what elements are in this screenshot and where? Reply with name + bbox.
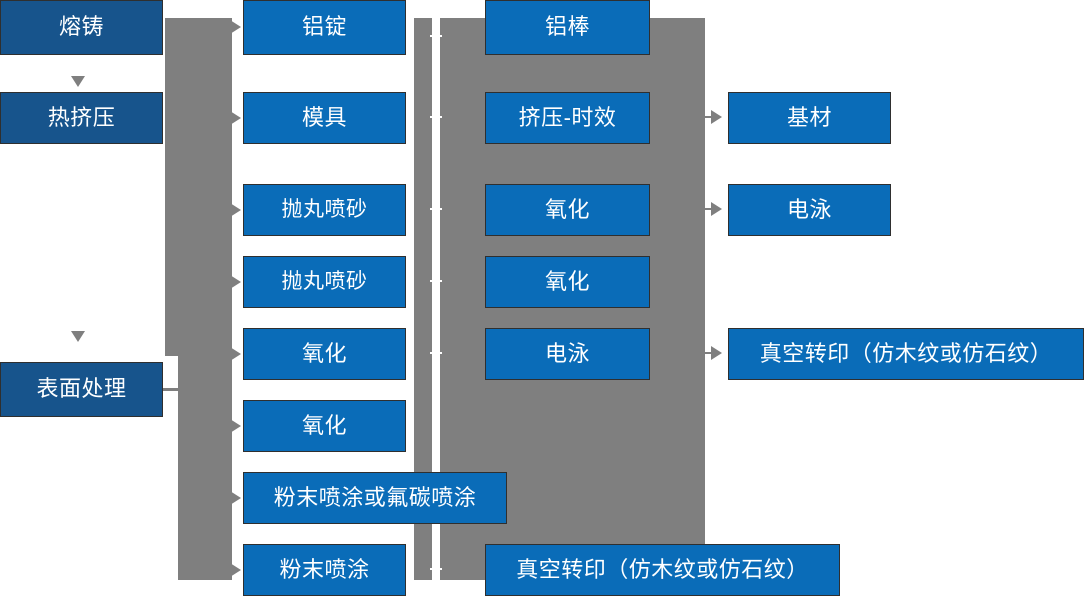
arrow-to-die (230, 111, 241, 125)
process-box-oxidation-2[interactable]: 氧化 (243, 400, 406, 452)
arrow-stem-vacuum (705, 352, 713, 354)
stage-box-extrusion-label: 热挤压 (47, 104, 116, 130)
tick-electro (430, 352, 442, 354)
tick-oxide2 (430, 280, 442, 282)
process-box-extrusion-aging[interactable]: 挤压-时效 (485, 92, 650, 144)
output-box-substrate-label: 基材 (786, 104, 832, 130)
process-box-oxidation-3-label: 氧化 (544, 196, 590, 222)
tick-aging (430, 116, 442, 118)
arrow-melting-to-extrusion (71, 76, 85, 87)
process-box-shotblast-1[interactable]: 抛丸喷砂 (243, 184, 406, 236)
process-box-die-label: 模具 (301, 104, 347, 130)
arrow-extrusion-to-surface (71, 331, 85, 342)
stage-box-melting-label: 熔铸 (58, 14, 104, 40)
arrow-to-shotblast2 (230, 275, 241, 289)
output-box-electrophoresis-label: 电泳 (786, 196, 832, 222)
process-box-ingot[interactable]: 铝锭 (243, 0, 406, 55)
process-box-powder-coating[interactable]: 粉末喷涂 (243, 544, 406, 596)
output-box-electrophoresis[interactable]: 电泳 (728, 184, 891, 236)
arrow-to-vacuum (711, 346, 722, 360)
stage-box-extrusion[interactable]: 热挤压 (0, 92, 163, 144)
output-box-substrate[interactable]: 基材 (728, 92, 891, 144)
process-box-shotblast-2-label: 抛丸喷砂 (281, 270, 368, 294)
connector-band-stage-to-primary-lower (178, 356, 232, 580)
tick-bar (430, 35, 442, 37)
process-box-oxidation-2-label: 氧化 (301, 412, 347, 438)
process-box-oxidation-1[interactable]: 氧化 (243, 328, 406, 380)
process-box-ingot-label: 铝锭 (301, 14, 347, 40)
arrow-to-shotblast1 (230, 203, 241, 217)
process-box-aluminum-bar-label: 铝棒 (544, 14, 590, 40)
stage-box-melting[interactable]: 熔铸 (0, 0, 163, 55)
process-box-electrophoresis[interactable]: 电泳 (485, 328, 650, 380)
tick-oxide1 (430, 208, 442, 210)
connector-gap-upper (432, 18, 440, 580)
output-box-vacuum-transfer-printing-2[interactable]: 真空转印（仿木纹或仿石纹） (728, 328, 1084, 380)
connector-stub-surface-treatment (163, 388, 179, 391)
arrow-stem-electro (705, 208, 713, 210)
process-box-vacuum-transfer-printing-1-label: 真空转印（仿木纹或仿石纹） (516, 556, 809, 582)
process-box-vacuum-transfer-printing-1[interactable]: 真空转印（仿木纹或仿石纹） (485, 544, 840, 596)
arrow-to-substrate (711, 110, 722, 124)
arrow-to-oxide1 (230, 347, 241, 361)
arrow-to-powder (230, 563, 241, 577)
process-box-oxidation-3[interactable]: 氧化 (485, 184, 650, 236)
process-box-oxidation-4[interactable]: 氧化 (485, 256, 650, 308)
tick-vacuum (430, 568, 442, 570)
process-box-aluminum-bar[interactable]: 铝棒 (485, 0, 650, 55)
process-box-powder-coating-label: 粉末喷涂 (279, 556, 370, 582)
process-box-shotblast-2[interactable]: 抛丸喷砂 (243, 256, 406, 308)
output-box-vacuum-transfer-printing-2-label: 真空转印（仿木纹或仿石纹） (759, 340, 1053, 366)
process-box-powder-or-fluorocarbon-coating-label: 粉末喷涂或氟碳喷涂 (273, 484, 477, 510)
process-box-extrusion-aging-label: 挤压-时效 (518, 104, 617, 130)
arrow-to-oxide2 (230, 419, 241, 433)
stage-box-surface-treatment-label: 表面处理 (36, 376, 127, 402)
process-box-die[interactable]: 模具 (243, 92, 406, 144)
arrow-to-electro (711, 202, 722, 216)
arrow-to-coating (230, 491, 241, 505)
process-box-oxidation-1-label: 氧化 (301, 340, 347, 366)
process-box-electrophoresis-label: 电泳 (544, 340, 590, 366)
arrow-to-ingot (230, 20, 241, 34)
connector-rail-primary-to-secondary (414, 18, 432, 580)
process-box-powder-or-fluorocarbon-coating[interactable]: 粉末喷涂或氟碳喷涂 (243, 472, 507, 524)
connector-band-stage-to-primary-upper (165, 18, 232, 356)
process-box-oxidation-4-label: 氧化 (544, 268, 590, 294)
arrow-stem-substrate (705, 116, 713, 118)
stage-box-surface-treatment[interactable]: 表面处理 (0, 362, 163, 417)
process-box-shotblast-1-label: 抛丸喷砂 (281, 198, 368, 222)
